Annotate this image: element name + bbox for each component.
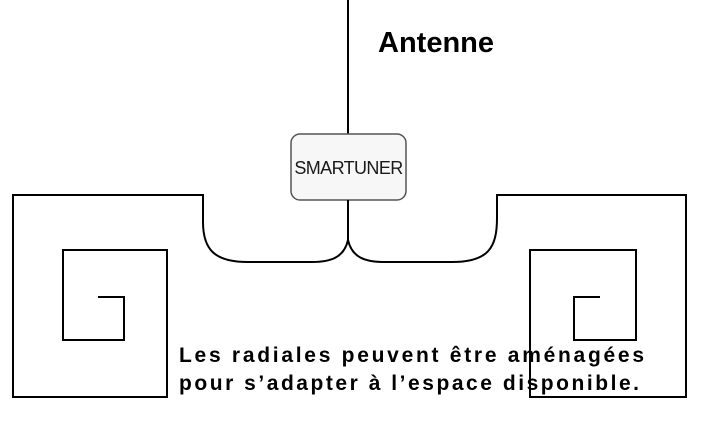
caption-line-2: pour s’adapter à l’espace disponible. [179,372,639,395]
right-radial [347,194,687,398]
antenna-label: Antenne [378,27,494,59]
smartuner-label: SMARTUNER [294,158,403,178]
caption-line-1: Les radiales peuvent être aménagées [179,344,644,367]
left-radial [12,194,349,398]
